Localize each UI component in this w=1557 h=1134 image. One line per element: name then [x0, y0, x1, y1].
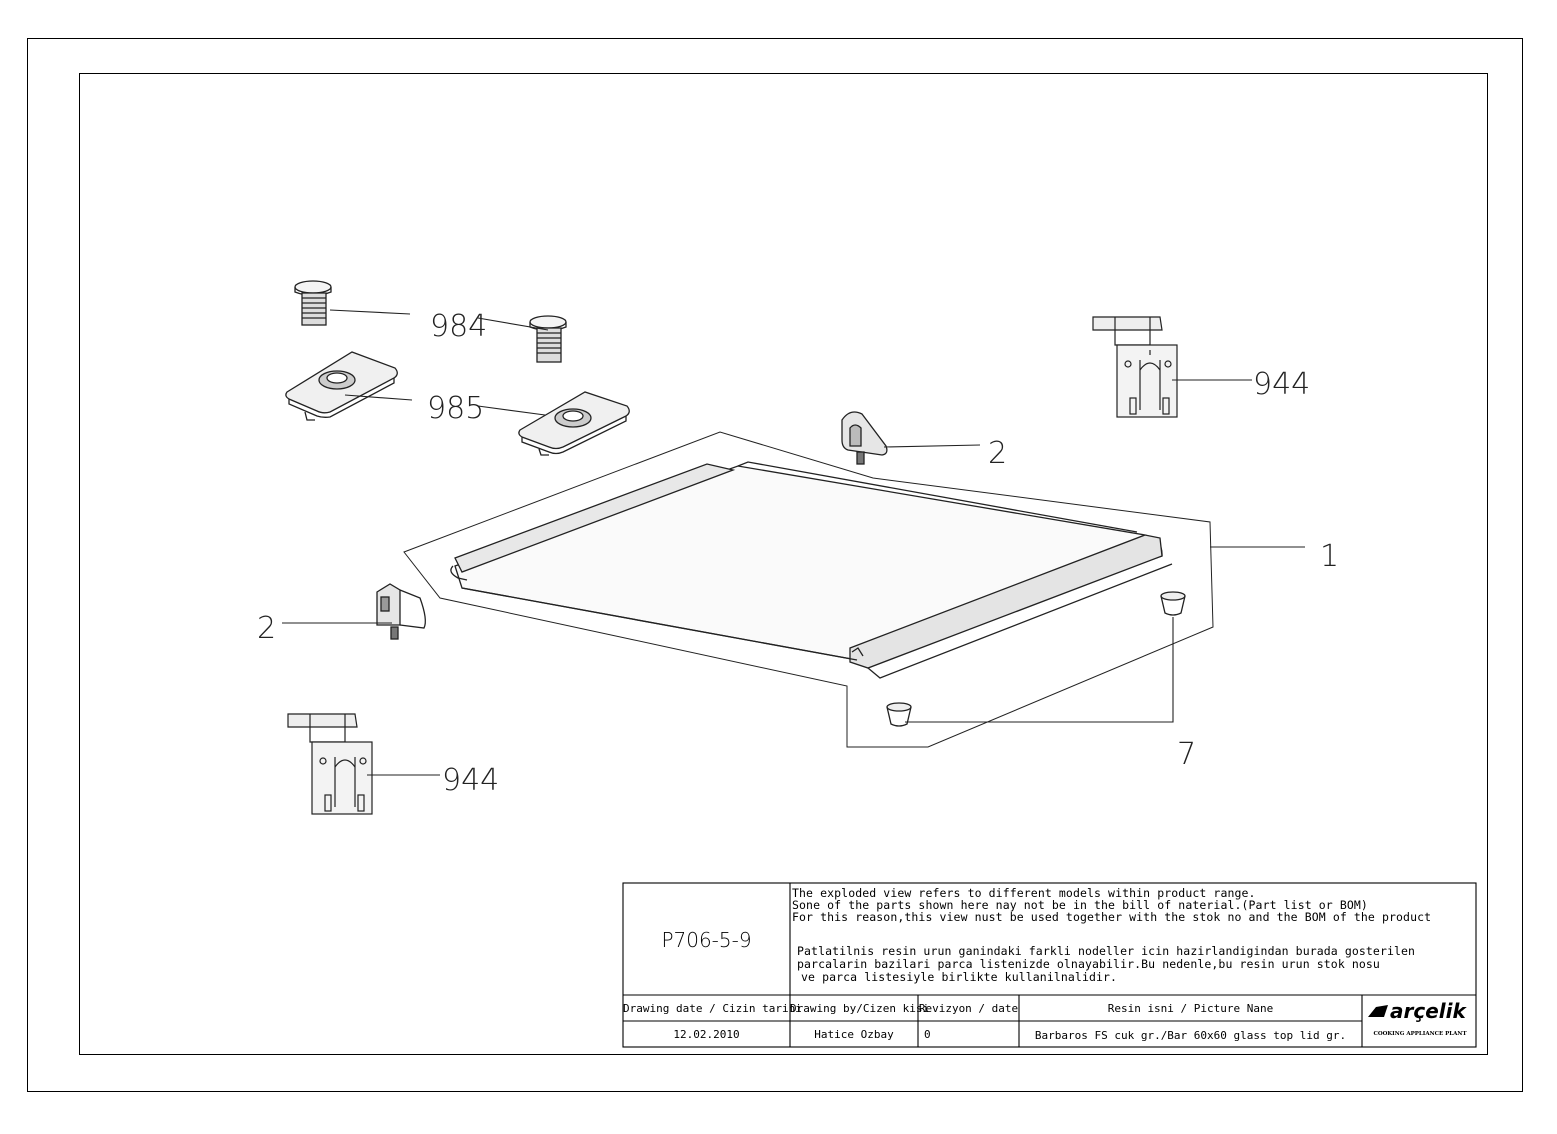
arcelik-swoosh-icon — [1368, 1005, 1388, 1017]
hinge-944-right — [1092, 316, 1178, 418]
note-tr-line-1: Patlatilnis resin urun ganindaki farkli … — [797, 944, 1416, 958]
value-picture-name: Barbaros FS cuk gr./Bar 60x60 glass top … — [1034, 1029, 1347, 1042]
note-tr-line-3: ve parca listesiyle birlikte kullanilnal… — [801, 970, 1118, 984]
note-tr-line-2: parcalarin bazilari parca listenizde oln… — [797, 957, 1380, 971]
drawing-code: P706-5-9 — [661, 928, 752, 952]
drawing-border-inner — [79, 73, 1488, 1055]
value-drawing-by: Hatice Ozbay — [814, 1028, 894, 1041]
logo-brand: arçelik — [1390, 999, 1466, 1023]
plate-985-right — [518, 391, 630, 456]
bracket-2-left — [376, 583, 426, 640]
header-drawing-by: Drawing by/Cizen kisi — [790, 1002, 930, 1015]
value-drawing-date: 12.02.2010 — [673, 1028, 740, 1041]
callout-2-left: 2 — [257, 611, 276, 646]
note-en-line-2: Sone of the parts shown here nay not be … — [792, 898, 1368, 912]
callout-944-right: 944 — [1253, 367, 1310, 402]
callout-1: 1 — [1320, 539, 1339, 574]
hinge-944-left — [287, 713, 373, 815]
screw-984-right — [529, 315, 567, 363]
logo-tagline: COOKING APPLIANCE PLANT — [1373, 1031, 1467, 1037]
value-revision: 0 — [924, 1028, 931, 1041]
header-revision: Revizyon / date — [918, 1002, 1019, 1015]
leader-lines — [282, 309, 1305, 776]
callout-984: 984 — [430, 309, 487, 344]
callout-985: 985 — [427, 391, 484, 426]
callout-944-left: 944 — [442, 763, 499, 798]
foot-7-right — [1160, 591, 1186, 616]
callout-7: 7 — [1177, 737, 1196, 772]
screw-984-left — [294, 280, 332, 326]
bracket-2-top — [841, 411, 888, 465]
foot-7-left — [886, 702, 912, 727]
note-en-line-3: For this reason,this view nust be used t… — [792, 910, 1432, 924]
drawing-border-outer — [27, 38, 1523, 1092]
header-picture-name: Resin isni / Picture Nane — [1107, 1002, 1274, 1015]
plate-985-left — [285, 351, 398, 421]
glass-lid-1 — [403, 431, 1214, 748]
note-en-line-1: The exploded view refers to different mo… — [792, 886, 1256, 900]
header-drawing-date: Drawing date / Cizin tarihi — [623, 1002, 802, 1015]
title-block-grid — [622, 882, 1477, 1048]
callout-2-top: 2 — [988, 436, 1007, 471]
